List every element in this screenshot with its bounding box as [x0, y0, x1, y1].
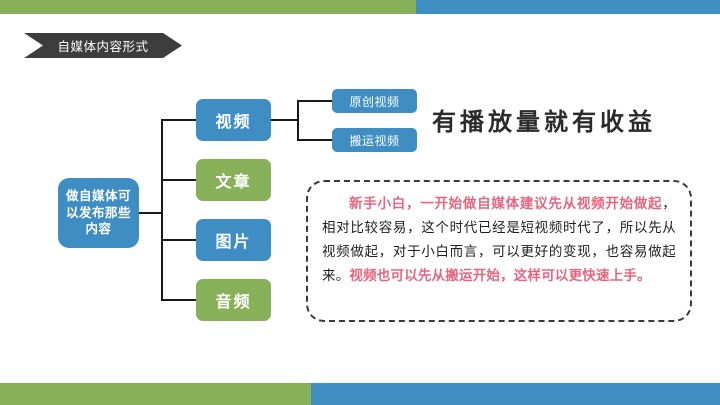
mindmap-branch-image[interactable]: 图片	[196, 219, 271, 261]
mindmap-leaf-reposted-video-label: 搬运视频	[349, 133, 400, 148]
connector-branch-1	[161, 119, 197, 121]
connector-branch-trunk	[161, 119, 163, 301]
top-bar-blue	[416, 0, 720, 14]
bottom-bar-blue	[311, 383, 720, 405]
mindmap-branch-audio-label: 音频	[215, 294, 252, 311]
mindmap-leaf-original-video[interactable]: 原创视频	[332, 89, 417, 113]
mindmap-branch-video-label: 视频	[215, 114, 252, 131]
mindmap-branch-article[interactable]: 文章	[196, 159, 271, 201]
connector-video-stub	[270, 119, 299, 121]
connector-branch-4	[161, 299, 197, 301]
callout-highlight-end: 视频也可以先从搬运开始，这样可以更快速上手。	[349, 268, 651, 284]
mindmap-branch-audio[interactable]: 音频	[196, 279, 271, 321]
callout-highlight-start: 新手小白，一开始做自媒体建议先从视频开始做起	[349, 196, 663, 211]
connector-root-stub	[139, 212, 163, 214]
mindmap-root-label: 做自媒体可以发布那些内容	[65, 188, 131, 237]
slide-title-text: 自媒体内容形式	[57, 40, 149, 54]
mindmap-root-node[interactable]: 做自媒体可以发布那些内容	[58, 178, 139, 248]
callout-box: 新手小白，一开始做自媒体建议先从视频开始做起，相对比较容易，这个时代已经是短视频…	[306, 180, 692, 322]
connector-leaf-trunk	[297, 100, 299, 141]
mindmap-leaf-reposted-video[interactable]: 搬运视频	[332, 128, 417, 152]
headline-text: 有播放量就有收益	[432, 109, 656, 136]
connector-branch-3	[161, 239, 197, 241]
bottom-bar-green	[0, 383, 311, 405]
connector-leaf-2	[297, 139, 333, 141]
mindmap-branch-article-label: 文章	[215, 174, 252, 191]
slide-title-banner: 自媒体内容形式	[24, 33, 182, 58]
mindmap-branch-image-label: 图片	[215, 234, 252, 251]
mindmap-leaf-original-video-label: 原创视频	[349, 94, 400, 109]
connector-branch-2	[161, 179, 197, 181]
callout-paragraph: 新手小白，一开始做自媒体建议先从视频开始做起，相对比较容易，这个时代已经是短视频…	[322, 192, 676, 288]
connector-leaf-1	[297, 100, 333, 102]
callout-body: ，相对比较容易，这个时代已经是短视频时代了，所以先从视频做起，对于小白而言，可以…	[322, 196, 676, 284]
mindmap-branch-video[interactable]: 视频	[196, 99, 271, 141]
top-bar-green	[0, 0, 416, 14]
